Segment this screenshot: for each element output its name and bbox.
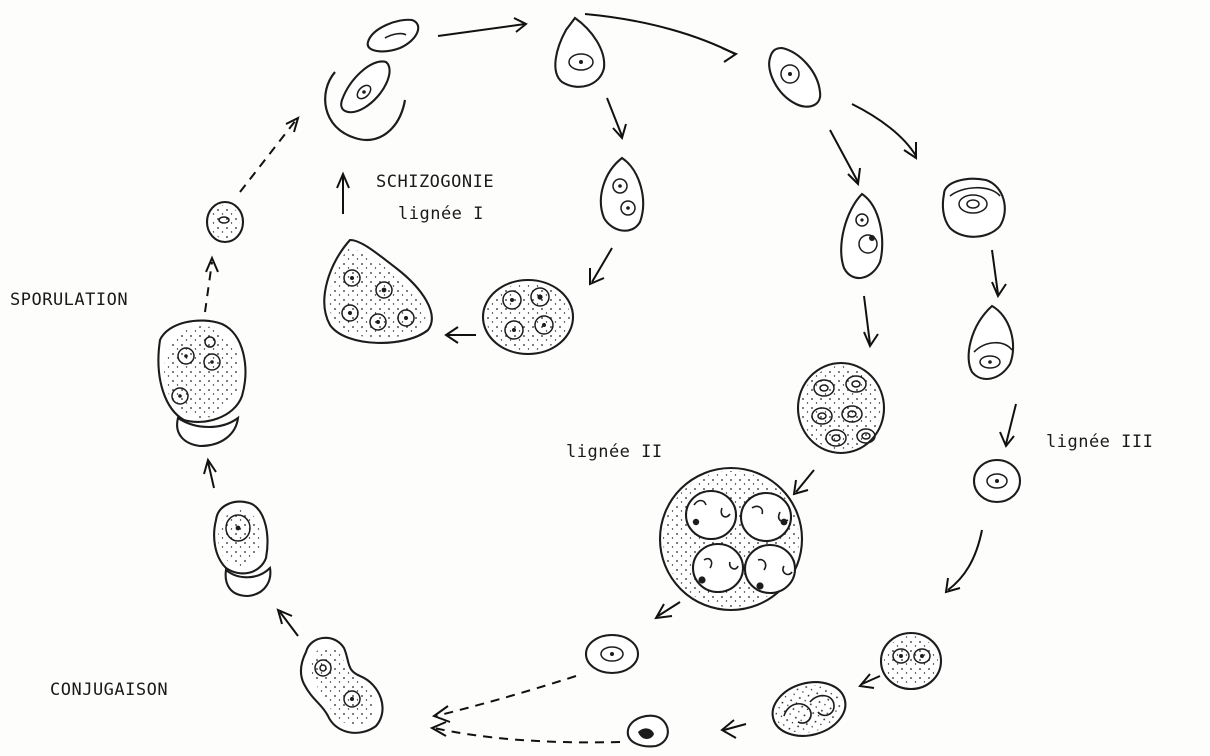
schizogonie-label: SCHIZOGONIE <box>376 172 494 192</box>
lignee-1-label: lignée I <box>398 204 484 224</box>
trophozoite-2a <box>769 48 820 107</box>
conjugation-pair <box>301 638 383 733</box>
schizont-3 <box>881 633 941 689</box>
sporocyst <box>158 321 245 446</box>
trophozoite-2b <box>841 194 882 278</box>
schizont-1-mature <box>324 240 431 343</box>
gamete-2 <box>586 635 638 673</box>
trophozoite-3b <box>969 306 1013 379</box>
trophozoite-3a <box>943 179 1005 237</box>
trophozoite-1a <box>555 18 604 87</box>
schizont-2-mature <box>660 468 802 610</box>
gamete-3-small <box>628 716 668 747</box>
gamete-3 <box>974 460 1020 502</box>
conjugaison-label: CONJUGAISON <box>50 680 168 700</box>
schizont-3-mature <box>767 674 852 743</box>
spore <box>207 202 243 242</box>
zygote <box>214 502 270 596</box>
lignee-2-label: lignée II <box>566 442 663 462</box>
trophozoite-1b <box>601 158 643 231</box>
sporulation-label: SPORULATION <box>10 290 128 310</box>
arrows-solid <box>204 14 1016 738</box>
lignee-3-label: lignée III <box>1046 432 1153 452</box>
merozoite-released-cell <box>325 61 405 139</box>
merozoite-top <box>368 20 419 52</box>
schizont-2 <box>798 363 884 453</box>
schizont-1 <box>483 280 573 354</box>
